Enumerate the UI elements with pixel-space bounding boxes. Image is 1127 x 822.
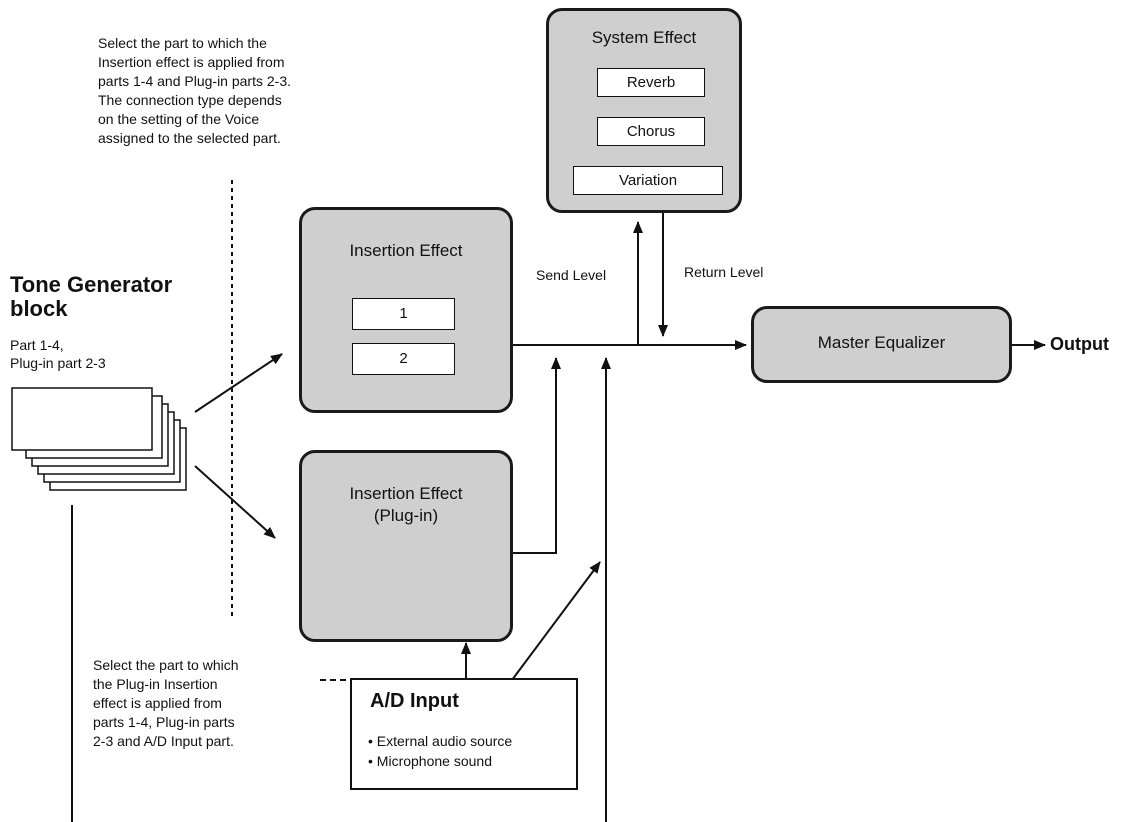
- system-slot-chorus: Chorus: [597, 117, 705, 146]
- plugin-to-bus: [513, 357, 561, 554]
- tone-generator-parts: Part 1-4, Plug-in part 2-3: [10, 337, 106, 371]
- output-label: Output: [1050, 334, 1109, 354]
- return-level-label: Return Level: [684, 264, 764, 280]
- ad-diagonal: [511, 561, 601, 681]
- system-effect-title: System Effect: [591, 28, 697, 47]
- part-pages-stack: [11, 387, 187, 491]
- system-effect-box: System Effect Reverb Chorus Variation: [546, 8, 742, 213]
- plugin-select-note: Select the part to which the Plug-in Ins…: [93, 657, 239, 749]
- tone-generator-title: Tone Generator block: [10, 272, 173, 321]
- plugin-insertion-effect-title: Insertion Effect (Plug-in): [349, 484, 463, 525]
- insertion-slot-1: 1: [352, 298, 455, 330]
- system-slot-variation: Variation: [573, 166, 723, 195]
- ad-input-item-external: • External audio source: [368, 733, 513, 749]
- master-equalizer-box: Master Equalizer: [751, 306, 1012, 383]
- insertion-effect-box: Insertion Effect 1 2: [299, 207, 513, 413]
- arrow-to-insertion: [194, 353, 283, 413]
- ad-input-item-microphone: • Microphone sound: [368, 753, 492, 769]
- arrow-to-plugin: [194, 465, 276, 539]
- master-equalizer-title: Master Equalizer: [817, 333, 946, 352]
- insertion-select-note: Select the part to which the Insertion e…: [98, 35, 291, 146]
- insertion-slot-2: 2: [352, 343, 455, 375]
- plugin-insertion-effect-box: Insertion Effect (Plug-in): [299, 450, 513, 642]
- ad-input-title: A/D Input: [370, 690, 459, 712]
- ad-input-box: A/D Input • External audio source • Micr…: [350, 678, 578, 790]
- send-level-label: Send Level: [536, 267, 607, 283]
- insertion-effect-title: Insertion Effect: [349, 241, 463, 260]
- system-slot-reverb: Reverb: [597, 68, 705, 97]
